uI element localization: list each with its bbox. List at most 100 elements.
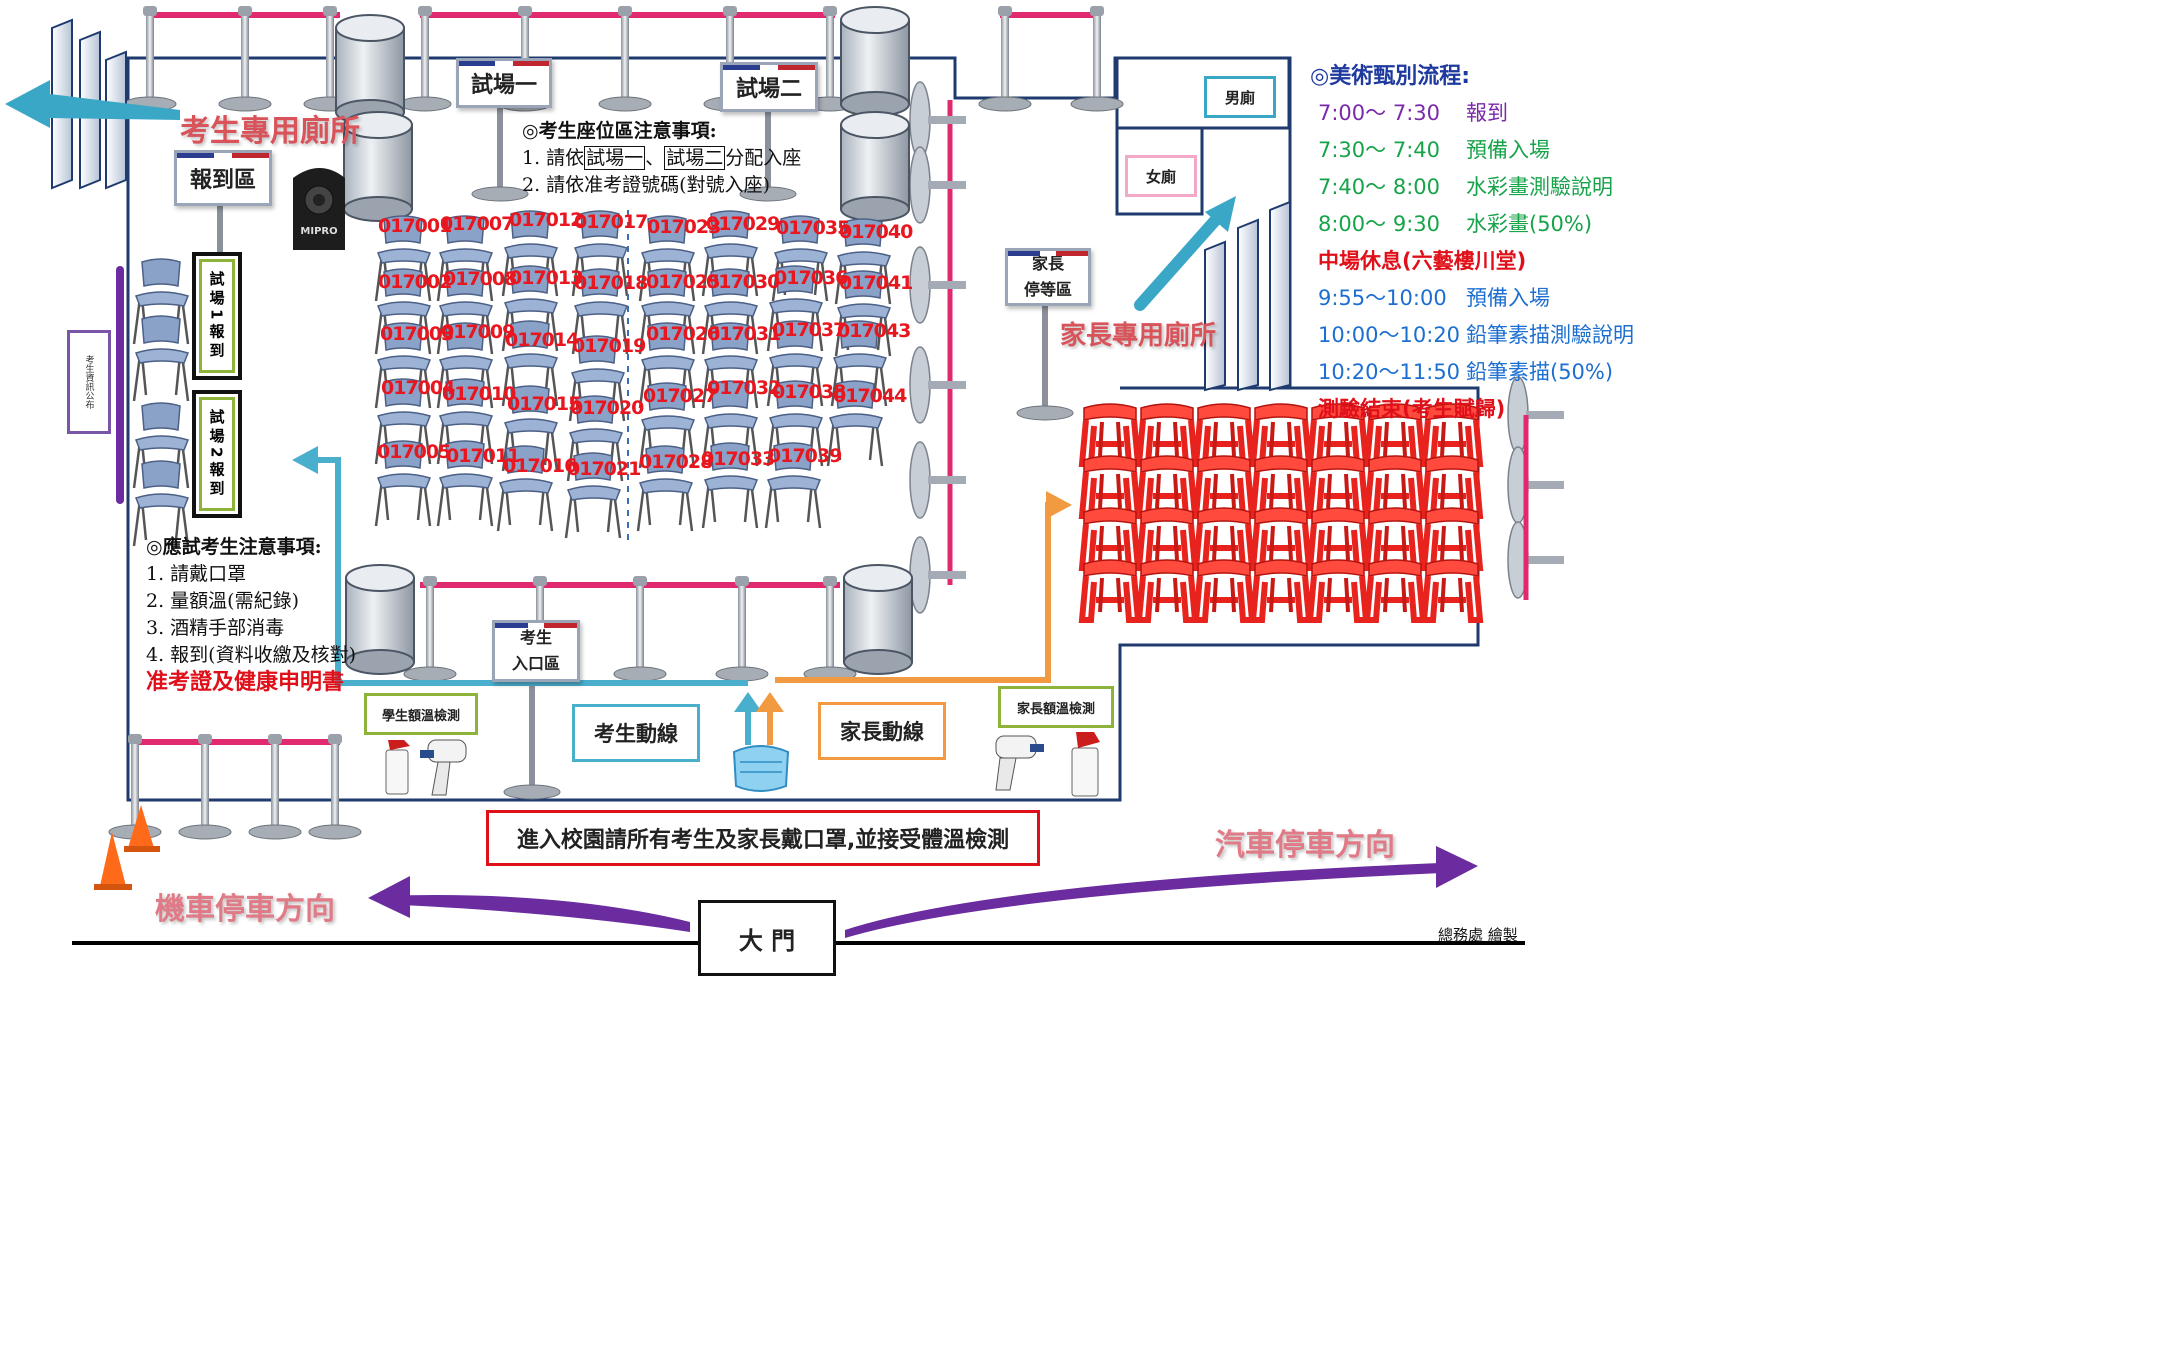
stool <box>1139 456 1195 516</box>
room2-sign: 試場二 <box>720 62 818 112</box>
seat-number: 017020 <box>570 397 644 419</box>
parent-waiting-stools <box>1082 404 1480 620</box>
flow-time: 10:00～10:20 <box>1318 323 1461 347</box>
info-board-label: 考生資訊公布 <box>67 330 111 434</box>
student-entrance-sign: 考生 入口區 <box>492 620 580 682</box>
stool <box>1253 560 1309 620</box>
parent-spray-bottle-icon <box>1071 732 1100 797</box>
room1-chairs <box>374 209 629 540</box>
seat-notes-line1-suffix: 分配入座 <box>725 147 802 169</box>
flow-time: 9:55～10:00 <box>1318 286 1447 310</box>
flow-label: 鉛筆素描測驗說明 <box>1466 323 1634 347</box>
parent-waiting-sign: 家長 停等區 <box>1005 248 1091 306</box>
seat-notes-sep: 、 <box>645 147 665 169</box>
room2-checkin-box: 試場2報到 <box>192 390 242 518</box>
main-gate-label: 大 門 <box>698 900 836 976</box>
seat-number: 017010 <box>442 383 516 405</box>
seat-number: 017016 <box>503 455 577 477</box>
candidate-notes-highlight: 准考證及健康申明書 <box>146 669 345 695</box>
stool <box>1082 560 1138 620</box>
stool <box>1310 456 1366 516</box>
seat-number: 017023 <box>647 216 720 238</box>
seat-notes: ◎考生座位區注意事項: 1. 請依試場一、試場二分配入座 2. 請依准考證號碼(… <box>522 118 801 199</box>
parent-restroom-arrow-line <box>1134 209 1226 311</box>
seat-number: 017009 <box>441 321 514 343</box>
flow-label: 中場休息(六藝樓川堂) <box>1318 249 1527 273</box>
seat-number: 017028 <box>639 451 713 473</box>
stool <box>1310 508 1366 568</box>
seat-notes-line2: 2. 請依准考證號碼(對號入座) <box>522 174 770 196</box>
womens-room-label: 女廁 <box>1125 155 1197 197</box>
seat-number: 017017 <box>574 211 647 233</box>
stool <box>1367 508 1423 568</box>
flow-label: 測驗結束(考生賦歸) <box>1318 397 1506 421</box>
checkin-area-sign: 報到區 <box>174 150 272 206</box>
seat-notes-line1: 1. 請依試場一、試場二分配入座 <box>522 145 801 172</box>
car-parking-label: 汽車停車方向 <box>1215 828 1395 863</box>
flow-time: 7:40～ 8:00 <box>1318 175 1440 199</box>
stool <box>1082 456 1138 516</box>
parent-waiting-line1: 家長 <box>1031 254 1064 273</box>
top-stanchion-line <box>123 5 1124 112</box>
stool <box>1196 456 1252 516</box>
flow-label: 預備入場 <box>1466 138 1550 162</box>
seat-number: 017025 <box>646 271 719 293</box>
stool <box>1082 508 1138 568</box>
seat-number: 017031 <box>707 323 780 345</box>
flow-row: 中場休息(六藝樓川堂) <box>1310 243 1634 280</box>
seat-number: 017033 <box>701 448 774 470</box>
stool <box>1310 560 1366 620</box>
drawn-by-label: 總務處 繪製 <box>1438 926 1518 944</box>
flow-time: 7:30～ 7:40 <box>1318 138 1440 162</box>
car-direction-arrow <box>845 862 1465 938</box>
seat-number: 017036 <box>774 267 848 289</box>
stool <box>1424 456 1480 516</box>
seat-number: 017037 <box>772 319 845 341</box>
room2-checkin-label: 試場2報到 <box>199 397 235 511</box>
seat-notes-title: ◎考生座位區注意事項: <box>522 120 717 142</box>
seat-number: 017039 <box>768 445 841 467</box>
stool <box>1367 456 1423 516</box>
flow-label: 報到 <box>1466 101 1508 125</box>
seat-number: 017018 <box>574 272 648 294</box>
candidate-note-item: 3. 酒精手部消毒 <box>146 617 285 639</box>
stool <box>1424 560 1480 620</box>
student-entrance-line1: 考生 <box>519 628 552 647</box>
seat-number: 017001 <box>378 215 451 237</box>
seat-notes-room1: 試場一 <box>584 146 646 170</box>
student-route-label: 考生動線 <box>572 704 700 762</box>
seat-notes-line1-prefix: 1. 請依 <box>522 147 585 169</box>
seat-number: 017004 <box>381 377 455 399</box>
candidate-notes-title: ◎應試考生注意事項: <box>146 536 322 558</box>
candidate-note-item: 1. 請戴口罩 <box>146 563 247 585</box>
flow-row: 測驗結束(考生賦歸) <box>1310 391 1634 428</box>
seat-number: 017044 <box>833 385 907 407</box>
student-entrance-line2: 入口區 <box>511 654 560 673</box>
seat-number: 017032 <box>707 377 780 399</box>
student-restroom-label: 考生專用廁所 <box>180 114 360 149</box>
seat-number: 017019 <box>572 335 645 357</box>
seat-number: 017027 <box>643 385 716 407</box>
seat-number: 017003 <box>380 323 453 345</box>
face-mask-icon <box>732 745 790 792</box>
seat-number: 017014 <box>505 329 579 351</box>
seat-number: 017002 <box>378 271 451 293</box>
seat-number: 017013 <box>509 267 582 289</box>
seat-number: 017026 <box>646 323 720 345</box>
seat-number: 017011 <box>446 445 519 467</box>
stool <box>1196 508 1252 568</box>
candidate-note-item: 2. 量額溫(需紀錄) <box>146 590 299 612</box>
parent-temperature-check-label: 家長額溫檢測 <box>998 686 1114 728</box>
flow-time: 7:00～ 7:30 <box>1318 101 1440 125</box>
flow-label: 預備入場 <box>1466 286 1550 310</box>
seat-number: 017008 <box>443 268 517 290</box>
scooter-direction-arrow <box>380 895 690 932</box>
seat-number: 017029 <box>706 213 779 235</box>
flow-label: 鉛筆素描(50%) <box>1466 360 1614 384</box>
stool <box>1196 560 1252 620</box>
